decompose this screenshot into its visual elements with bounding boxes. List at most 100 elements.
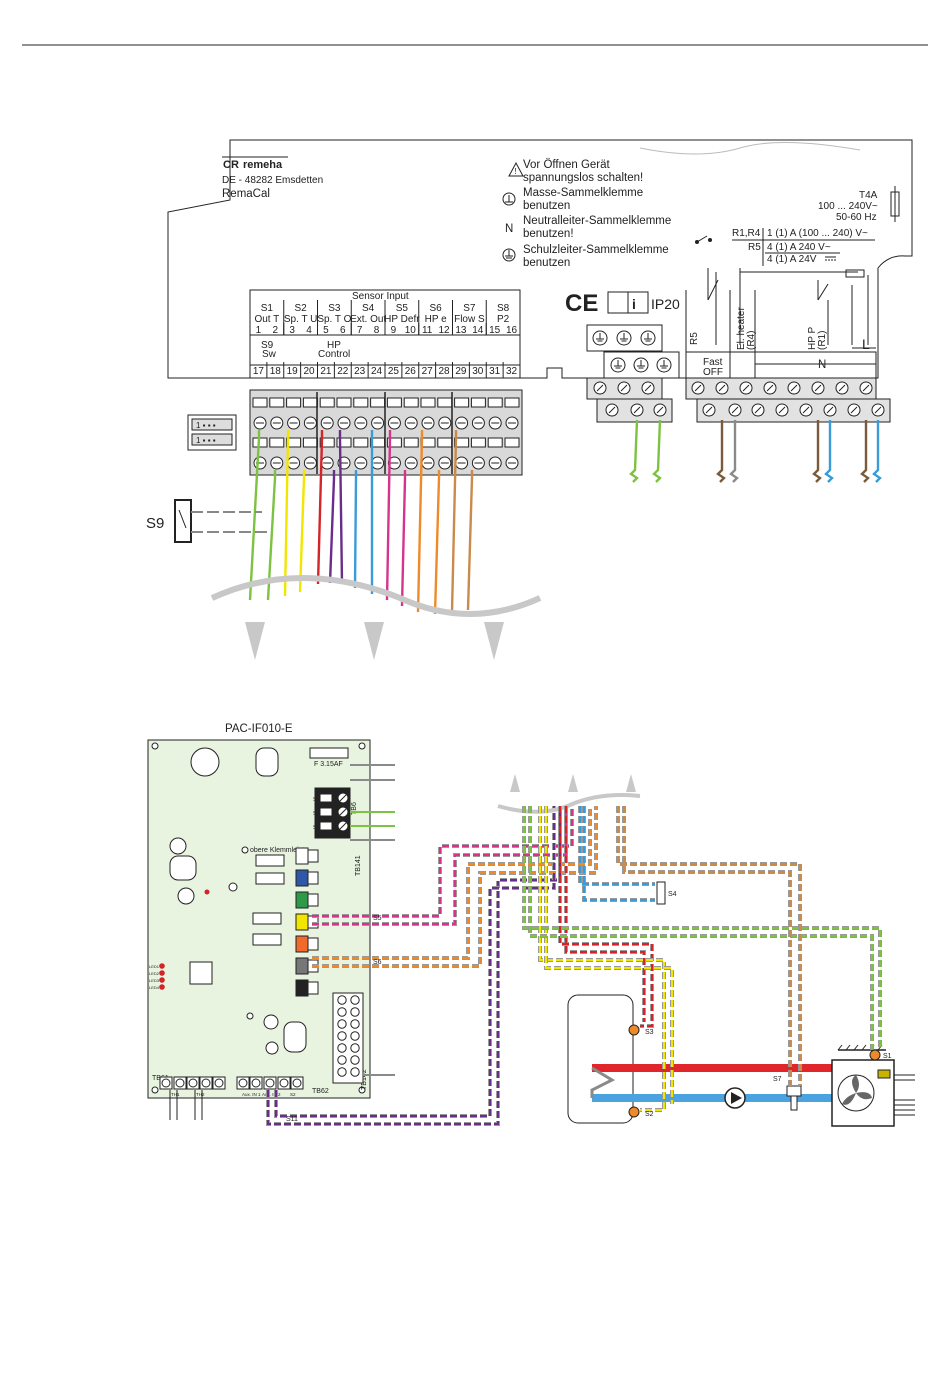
relay-plug: [295, 869, 309, 887]
terminal-number: 30: [472, 366, 484, 377]
tb142-label: TB142: [361, 1069, 368, 1090]
terminal-number: 6: [340, 325, 346, 336]
warning-triangle-icon: [508, 161, 524, 177]
bottom-terminal-label: Aux. IN 2: [262, 1092, 281, 1097]
terminal-screw: [161, 1078, 171, 1088]
certification-block: CE i IP20: [565, 290, 680, 317]
ce-mark: CE: [565, 290, 598, 317]
sensor-wire: [266, 470, 277, 601]
terminal-number: 21: [320, 366, 332, 377]
terminal-number: 25: [388, 366, 400, 377]
neutral-line1: Neutralleiter-Sammelklemme: [523, 215, 671, 227]
terminal-number: 5: [323, 325, 329, 336]
terminal-number: 22: [337, 366, 349, 377]
terminal-number: 7: [357, 325, 363, 336]
terminal-number: 27: [422, 366, 434, 377]
terminal-number: 18: [270, 366, 282, 377]
svg-text:1 ▪ ▪ ▪: 1 ▪ ▪ ▪: [196, 436, 216, 445]
led-label: LED3: [149, 978, 160, 983]
terminal-strip-sensor: [249, 389, 523, 476]
s9-switch: S9: [146, 499, 271, 543]
wire-s3-b: [565, 806, 645, 1022]
terminal-number: 1: [256, 325, 262, 336]
sensor-wire: [400, 470, 407, 607]
connector-label: S2: [313, 811, 319, 817]
tank-coil: [590, 1066, 616, 1098]
wire-s7-a: [617, 806, 801, 1086]
power-wire: [824, 420, 834, 483]
sensor-wire: [316, 430, 324, 585]
sensor-wire: [450, 430, 458, 613]
wire-s6-b: [312, 806, 597, 967]
sensor-desc: Sp. T O: [317, 314, 351, 325]
fuse-rating: T4A: [859, 190, 878, 201]
r1r4-label: R1,R4: [732, 228, 761, 239]
terminal-number: 28: [439, 366, 451, 377]
sensor-desc: HP e: [425, 314, 447, 325]
sensor-wire: [416, 430, 424, 613]
wire-s5-a: [312, 806, 573, 917]
terminal-number: 24: [371, 366, 383, 377]
tb62-label: TB62: [312, 1088, 329, 1095]
sensor-desc: HP Defr: [384, 314, 420, 325]
sensor-wire: [283, 430, 290, 597]
terminal-number: 2: [273, 325, 279, 336]
wire-s3-a: [559, 806, 653, 1027]
sensor-desc: P2: [497, 314, 510, 325]
connector-label: S1: [313, 825, 319, 831]
wire-s11-b: [275, 806, 555, 1117]
sensor-s2-label: S2: [645, 1111, 654, 1118]
sensor-wire: [466, 470, 474, 611]
hp-p-r1-label: (R1): [817, 331, 828, 350]
sensor-s2-dot: [628, 1106, 640, 1118]
terminal-number: 15: [489, 325, 501, 336]
terminal-number: 12: [439, 325, 451, 336]
down-arrow-middle: [364, 622, 384, 660]
relay-plug: [295, 847, 309, 865]
sensor-wire: [298, 470, 306, 593]
pe-line2: benutzen: [523, 257, 570, 269]
terminal-number: 16: [506, 325, 518, 336]
terminal-number: 29: [455, 366, 467, 377]
bottom-terminal-label: S2: [290, 1092, 296, 1097]
terminal-screw: [251, 1078, 261, 1088]
ground-icon: [502, 192, 516, 206]
brand-name: remeha: [243, 159, 283, 171]
sensor-name: S4: [362, 303, 375, 314]
terminal-screw: [188, 1078, 198, 1088]
el-heater-label: El. heater: [736, 307, 747, 350]
cable-bundle-curve-lower: [497, 793, 641, 814]
tb141-label: TB141: [355, 855, 362, 876]
sensor-s4-label: S4: [668, 891, 677, 898]
connector-label: S3: [313, 797, 319, 803]
r5-label: R5: [748, 242, 761, 253]
power-wire: [860, 420, 870, 483]
terminal-number: 10: [405, 325, 417, 336]
fast-off-label-1: Fast: [703, 357, 723, 368]
switch-icon: [695, 235, 712, 244]
r5-value1: 4 (1) A 240 V~: [767, 242, 831, 253]
wire-label-s5: S5: [373, 915, 382, 922]
storage-tank: [567, 994, 634, 1124]
fuse-label: F 3.15AF: [314, 761, 343, 768]
hp-p-label: HP P: [807, 327, 818, 350]
fuse-voltage: 100 ... 240V~: [818, 201, 878, 212]
interface-right-terminals: [332, 992, 364, 1084]
terminal-number: 3: [289, 325, 295, 336]
wire-s1-a: [523, 806, 881, 1050]
wire-label-s6: S6: [373, 959, 382, 966]
fuse-frequency: 50-60 Hz: [836, 212, 877, 223]
terminal-screw: [265, 1078, 275, 1088]
sensor-wire: [353, 470, 358, 589]
terminal-number: 9: [391, 325, 397, 336]
line-label: L: [862, 336, 870, 352]
cable-bundle-curve: [210, 575, 542, 617]
wire-label-s11: S11: [286, 1116, 298, 1123]
terminal-number: 17: [253, 366, 265, 377]
led-label: LED1: [149, 964, 160, 969]
terminal-number: 4: [306, 325, 312, 336]
pe-line1: Schulzleiter-Sammelklemme: [523, 244, 669, 256]
ground-line1: Masse-Sammelklemme: [523, 187, 643, 199]
sensor-s3-dot: [628, 1024, 640, 1036]
